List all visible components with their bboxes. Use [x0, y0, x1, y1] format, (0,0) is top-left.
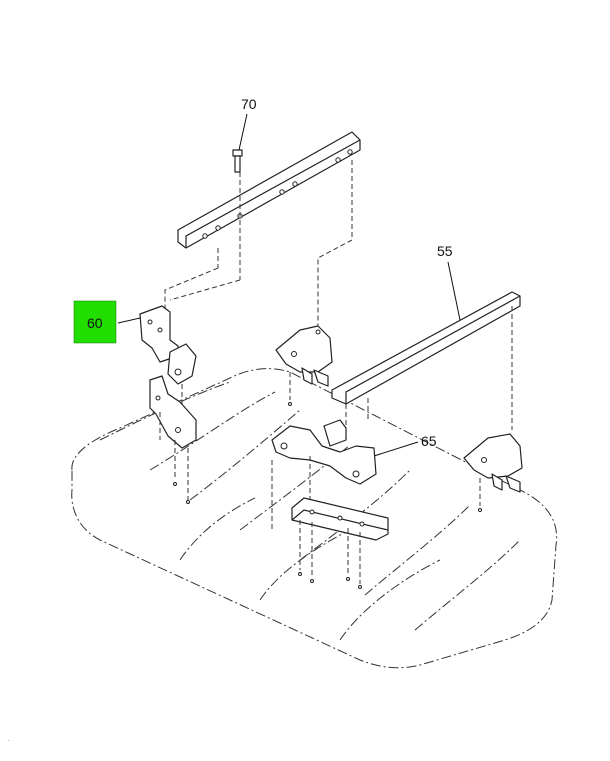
upper-angle-rail: [164, 131, 361, 330]
saddle-bracket-part-65: [271, 419, 419, 530]
corner-mark: .: [8, 737, 10, 743]
middle-mount-bracket: [275, 325, 333, 406]
callout-65[interactable]: 65: [421, 433, 437, 449]
bottom-cross-bracket: [291, 497, 389, 589]
bolt-part-70: [232, 113, 248, 173]
callout-55[interactable]: 55: [437, 243, 453, 259]
callout-60[interactable]: 60: [73, 300, 117, 344]
bracket-part-60: [117, 305, 197, 410]
callout-55-label: 55: [437, 243, 453, 259]
rail-part-55: [331, 261, 521, 430]
callout-60-label: 60: [87, 315, 103, 331]
callout-70[interactable]: 70: [241, 96, 257, 112]
callout-70-label: 70: [241, 96, 257, 112]
callout-60-highlight-box: [73, 300, 117, 344]
callout-65-label: 65: [421, 433, 437, 449]
lower-left-mount-bracket: [149, 375, 197, 504]
lower-right-mount-bracket: [463, 433, 523, 512]
